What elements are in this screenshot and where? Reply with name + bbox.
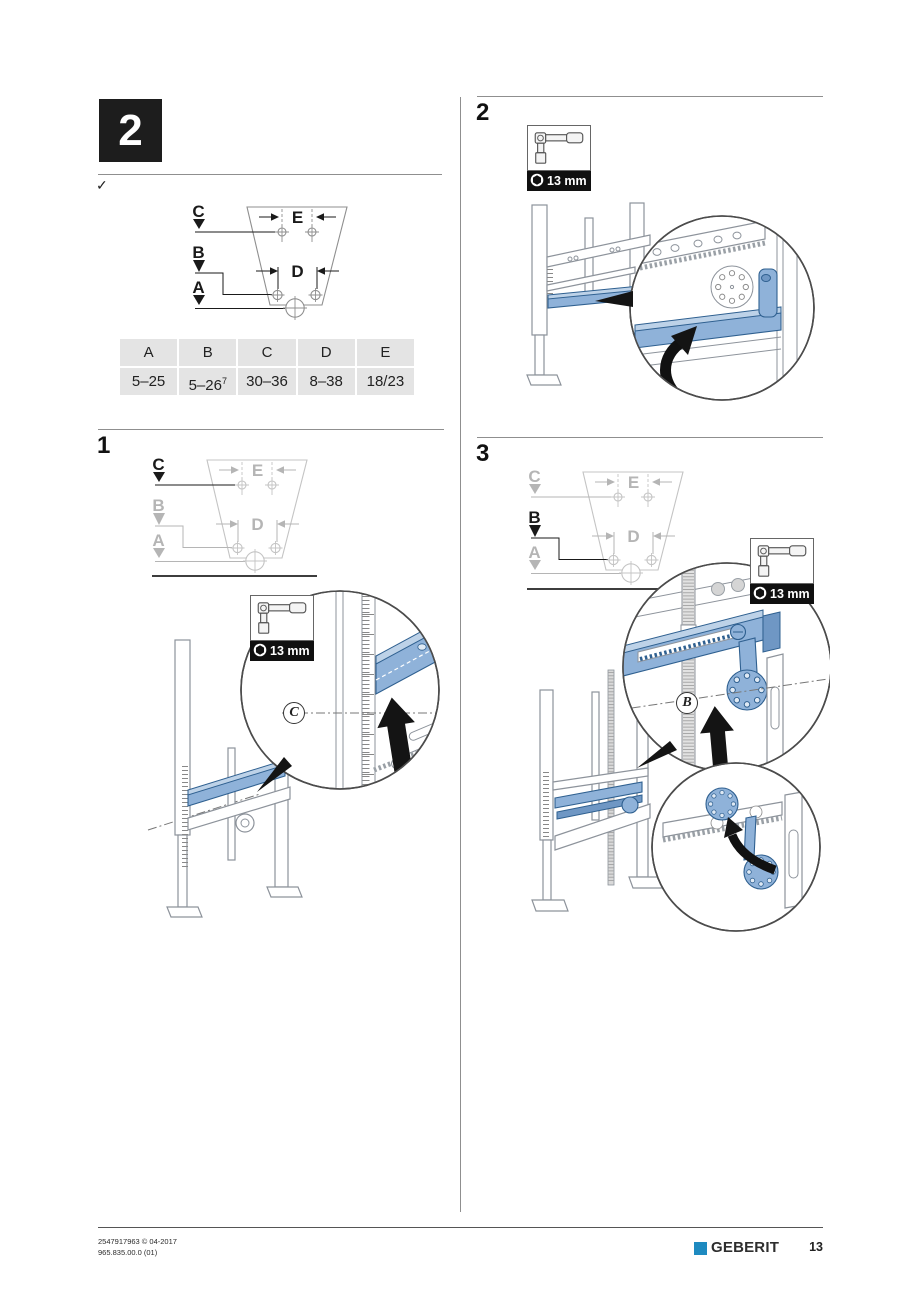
tool-size-label: 13 mm	[770, 587, 810, 601]
spec-value-d: 8–38	[297, 368, 355, 395]
angle-bracket	[766, 653, 784, 771]
tool-callout-step2: 13 mm	[527, 125, 591, 191]
angle-bracket	[784, 791, 803, 909]
socket-wrench-icon	[750, 538, 814, 584]
section-divider	[98, 174, 442, 175]
step1-heading: 1	[97, 432, 111, 459]
blue-bar-zoomed	[634, 268, 782, 349]
step1-divider	[98, 429, 444, 430]
section-badge: 2	[99, 99, 162, 162]
perforated-disc-blue	[726, 669, 768, 711]
checkmark-icon: ✓	[96, 177, 108, 193]
step3-divider	[477, 437, 823, 438]
step2-illustration	[526, 202, 815, 401]
footnote-marker: 7	[221, 376, 227, 386]
step2-divider	[477, 96, 823, 97]
spec-value-a: 5–25	[120, 368, 178, 395]
up-arrow-icon	[377, 697, 415, 778]
pointer-wedge	[637, 741, 677, 768]
upper-disc	[705, 787, 739, 821]
detail-marker-b: B	[676, 692, 698, 714]
floor-line-step3	[527, 588, 694, 590]
hex-socket-icon	[253, 643, 267, 660]
column-divider	[460, 97, 461, 1212]
perforated-disc	[710, 265, 754, 309]
hex-socket-icon	[753, 586, 767, 603]
spec-value-b: 5–267	[179, 368, 237, 395]
spec-header-c: C	[238, 339, 296, 366]
blue-crossbar-on-frame	[547, 285, 641, 309]
mounting-frame	[526, 202, 651, 386]
spec-header-b: B	[179, 339, 237, 366]
floor-line-step1	[152, 575, 317, 577]
page-number: 13	[809, 1240, 823, 1254]
pointer-wedge	[257, 757, 292, 792]
footer-divider	[98, 1227, 823, 1228]
tool-callout-step1: 13 mm	[250, 595, 314, 661]
rotation-arrow-icon	[724, 817, 777, 875]
dimension-diagram-overview	[150, 195, 380, 320]
threaded-rod	[680, 563, 697, 771]
socket-wrench-icon	[250, 595, 314, 641]
spec-header-d: D	[297, 339, 355, 366]
blue-adjustment-bracket	[623, 609, 781, 677]
spec-header-e: E	[356, 339, 414, 366]
hex-socket-icon	[530, 173, 544, 190]
spec-table: A B C D E 5–25 5–267 30–36 8–38 18/23	[120, 339, 414, 395]
step3-heading: 3	[476, 440, 490, 467]
footer-doc-line2: 965.835.00.0 (01)	[98, 1248, 158, 1257]
tool-callout-step3: 13 mm	[750, 538, 814, 604]
pointer-wedge	[595, 291, 633, 307]
dimension-diagram-step1	[110, 448, 340, 573]
spec-value-e: 18/23	[356, 368, 414, 395]
tool-size-label: 13 mm	[547, 174, 587, 188]
up-arrow-icon	[700, 706, 734, 769]
tool-size-label: 13 mm	[270, 644, 310, 658]
socket-wrench-icon	[527, 125, 591, 171]
step2-heading: 2	[476, 99, 490, 126]
geberit-logo-square	[694, 1242, 707, 1255]
footer-doc-info: 2547917963 © 04-2017 965.835.00.0 (01)	[98, 1236, 177, 1258]
spec-value-c: 30–36	[238, 368, 296, 395]
geberit-logo-text: GEBERIT	[711, 1239, 780, 1256]
footer-doc-line1: 2547917963 © 04-2017	[98, 1237, 177, 1246]
mounting-frame	[531, 669, 664, 912]
step3-illustration	[531, 562, 830, 932]
detail-marker-c: C	[283, 702, 305, 724]
spec-header-a: A	[120, 339, 178, 366]
